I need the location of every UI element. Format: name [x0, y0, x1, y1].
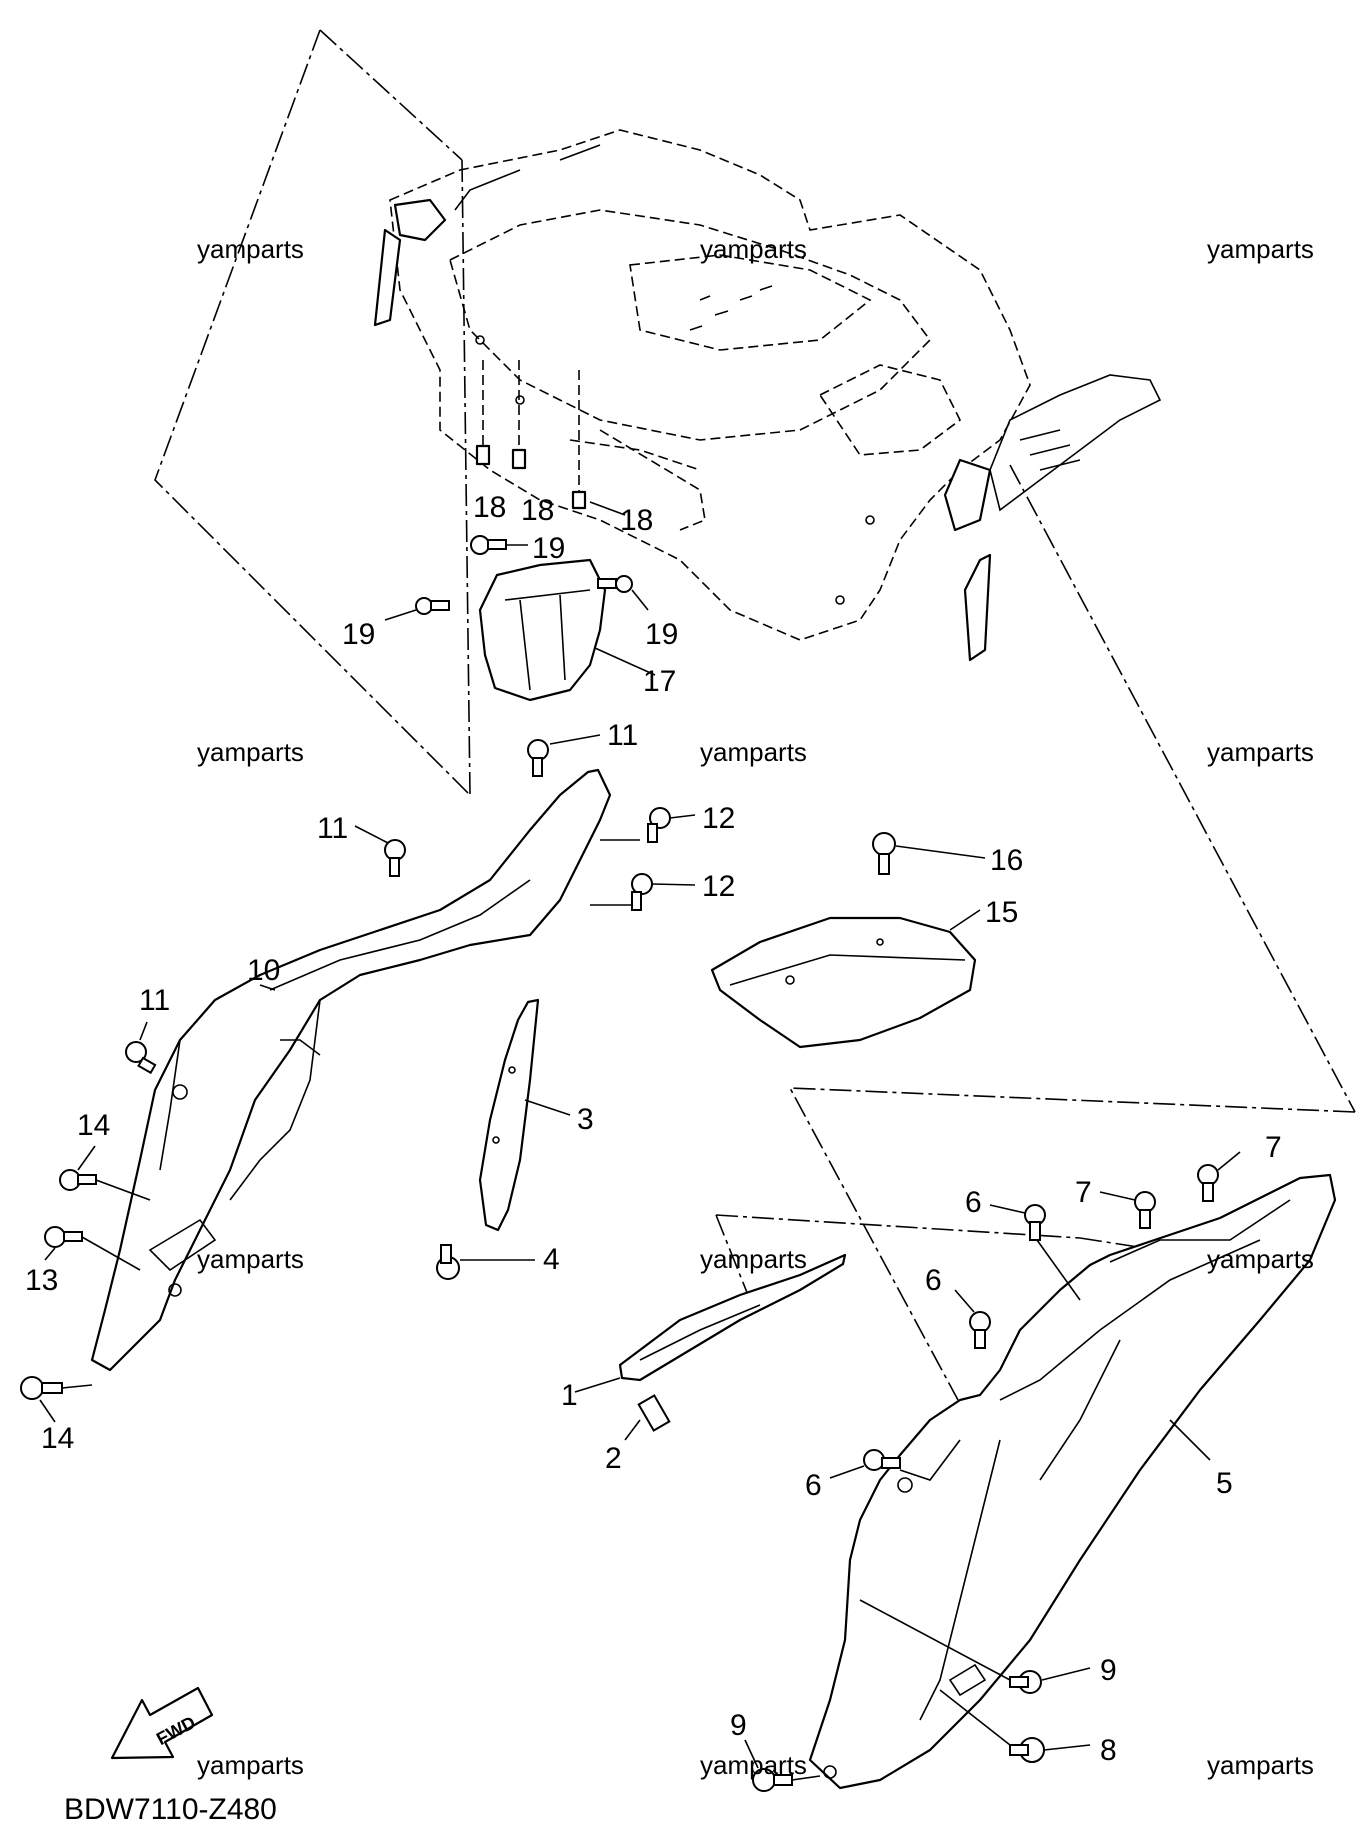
- bolt-19-right: [597, 575, 649, 611]
- callout-16: 16: [990, 844, 1023, 877]
- watermark: yamparts: [197, 1244, 304, 1274]
- callout-6c: 6: [805, 1469, 822, 1502]
- bolt-19-top: [470, 535, 528, 555]
- callout-7a: 7: [1075, 1176, 1092, 1209]
- callout-18b: 18: [521, 494, 554, 527]
- callout-19c: 19: [645, 618, 678, 651]
- watermark: yamparts: [1207, 1750, 1314, 1780]
- callout-10: 10: [247, 954, 280, 987]
- bolt-9-left: [744, 1739, 821, 1792]
- bolt-11-group: [125, 734, 601, 1075]
- watermark: yamparts: [700, 1244, 807, 1274]
- callout-3: 3: [577, 1103, 594, 1136]
- bolt-9-right: [859, 1599, 1091, 1694]
- body-frame-assembly: [373, 129, 1162, 662]
- bolt-8-9-group: [744, 1599, 1091, 1792]
- watermarks: yamparts yamparts yamparts yamparts yamp…: [197, 234, 1314, 1780]
- bolt-11-low: [125, 1021, 157, 1075]
- callout-1: 1: [561, 1379, 578, 1412]
- watermark: yamparts: [1207, 1244, 1314, 1274]
- callout-4: 4: [543, 1243, 560, 1276]
- callout-9b: 9: [730, 1709, 747, 1742]
- callout-6b: 6: [925, 1264, 942, 1297]
- fwd-arrow-icon: FWD: [110, 1686, 214, 1760]
- watermark: yamparts: [700, 737, 807, 767]
- callout-5: 5: [1216, 1467, 1233, 1500]
- bolt-14-upper: [59, 1145, 151, 1201]
- bolt-12-top: [647, 807, 696, 843]
- clip-18-a: [475, 444, 491, 466]
- callout-9a: 9: [1100, 1654, 1117, 1687]
- part-15-plate: [710, 909, 981, 1049]
- callout-12b: 12: [702, 870, 735, 903]
- watermark: yamparts: [700, 234, 807, 264]
- bolt-11-mid: [354, 825, 406, 877]
- callout-11b: 11: [317, 812, 348, 845]
- bolt-6-7-group: [829, 1151, 1241, 1479]
- bolt-7-left: [1099, 1191, 1156, 1229]
- bolt-14-13-group: [20, 1145, 151, 1423]
- bolt-6-low: [829, 1449, 901, 1479]
- callout-2: 2: [605, 1442, 622, 1475]
- part-10-left-cover: [90, 768, 612, 1372]
- bolt-16: [872, 832, 986, 875]
- callout-6a: 6: [965, 1186, 982, 1219]
- callout-18a: 18: [473, 491, 506, 524]
- watermark: yamparts: [700, 1750, 807, 1780]
- bolt-7-right: [1197, 1151, 1241, 1202]
- callout-12a: 12: [702, 802, 735, 835]
- clip-18-c: [571, 490, 587, 510]
- callouts: 1 2 3 4 5 6 6 6 7 7 8 9 9 10 11 11 11 12…: [25, 491, 1282, 1767]
- callout-11a: 11: [607, 719, 638, 752]
- callout-15: 15: [985, 896, 1018, 929]
- bolt-19-left: [384, 597, 450, 621]
- bolt-6-top: [989, 1204, 1081, 1301]
- callout-14b: 14: [41, 1422, 74, 1455]
- watermark: yamparts: [197, 234, 304, 264]
- part-1-stay: [574, 1253, 847, 1393]
- clip-18-group: [475, 360, 626, 516]
- callout-18c: 18: [620, 504, 653, 537]
- part-17-cover: [478, 558, 656, 702]
- watermark: yamparts: [197, 1750, 304, 1780]
- clip-18-b: [511, 448, 527, 470]
- callout-17: 17: [643, 665, 676, 698]
- callout-14a: 14: [77, 1109, 110, 1142]
- bolt-12-bottom: [631, 873, 696, 911]
- part-3-bracket: [478, 998, 571, 1232]
- callout-8: 8: [1100, 1734, 1117, 1767]
- watermark: yamparts: [197, 737, 304, 767]
- bolt-11-top: [527, 734, 601, 777]
- callout-19b: 19: [342, 618, 375, 651]
- callout-7b: 7: [1265, 1131, 1282, 1164]
- bolt-6-mid: [954, 1289, 991, 1349]
- watermark: yamparts: [1207, 234, 1314, 264]
- bolt-8: [939, 1689, 1091, 1763]
- callout-11c: 11: [139, 984, 170, 1017]
- callout-13: 13: [25, 1264, 58, 1297]
- bolt-13: [44, 1226, 141, 1271]
- part-5-right-cover: [808, 1173, 1337, 1790]
- bolt-19-group: [384, 535, 649, 621]
- callout-19a: 19: [532, 532, 565, 565]
- watermark: yamparts: [1207, 737, 1314, 767]
- bolt-12-group: [590, 807, 696, 911]
- bolt-14-lower: [20, 1376, 93, 1423]
- bolt-2: [624, 1394, 671, 1441]
- bolt-4: [436, 1244, 535, 1280]
- diagram-code: BDW7110-Z480: [64, 1793, 277, 1826]
